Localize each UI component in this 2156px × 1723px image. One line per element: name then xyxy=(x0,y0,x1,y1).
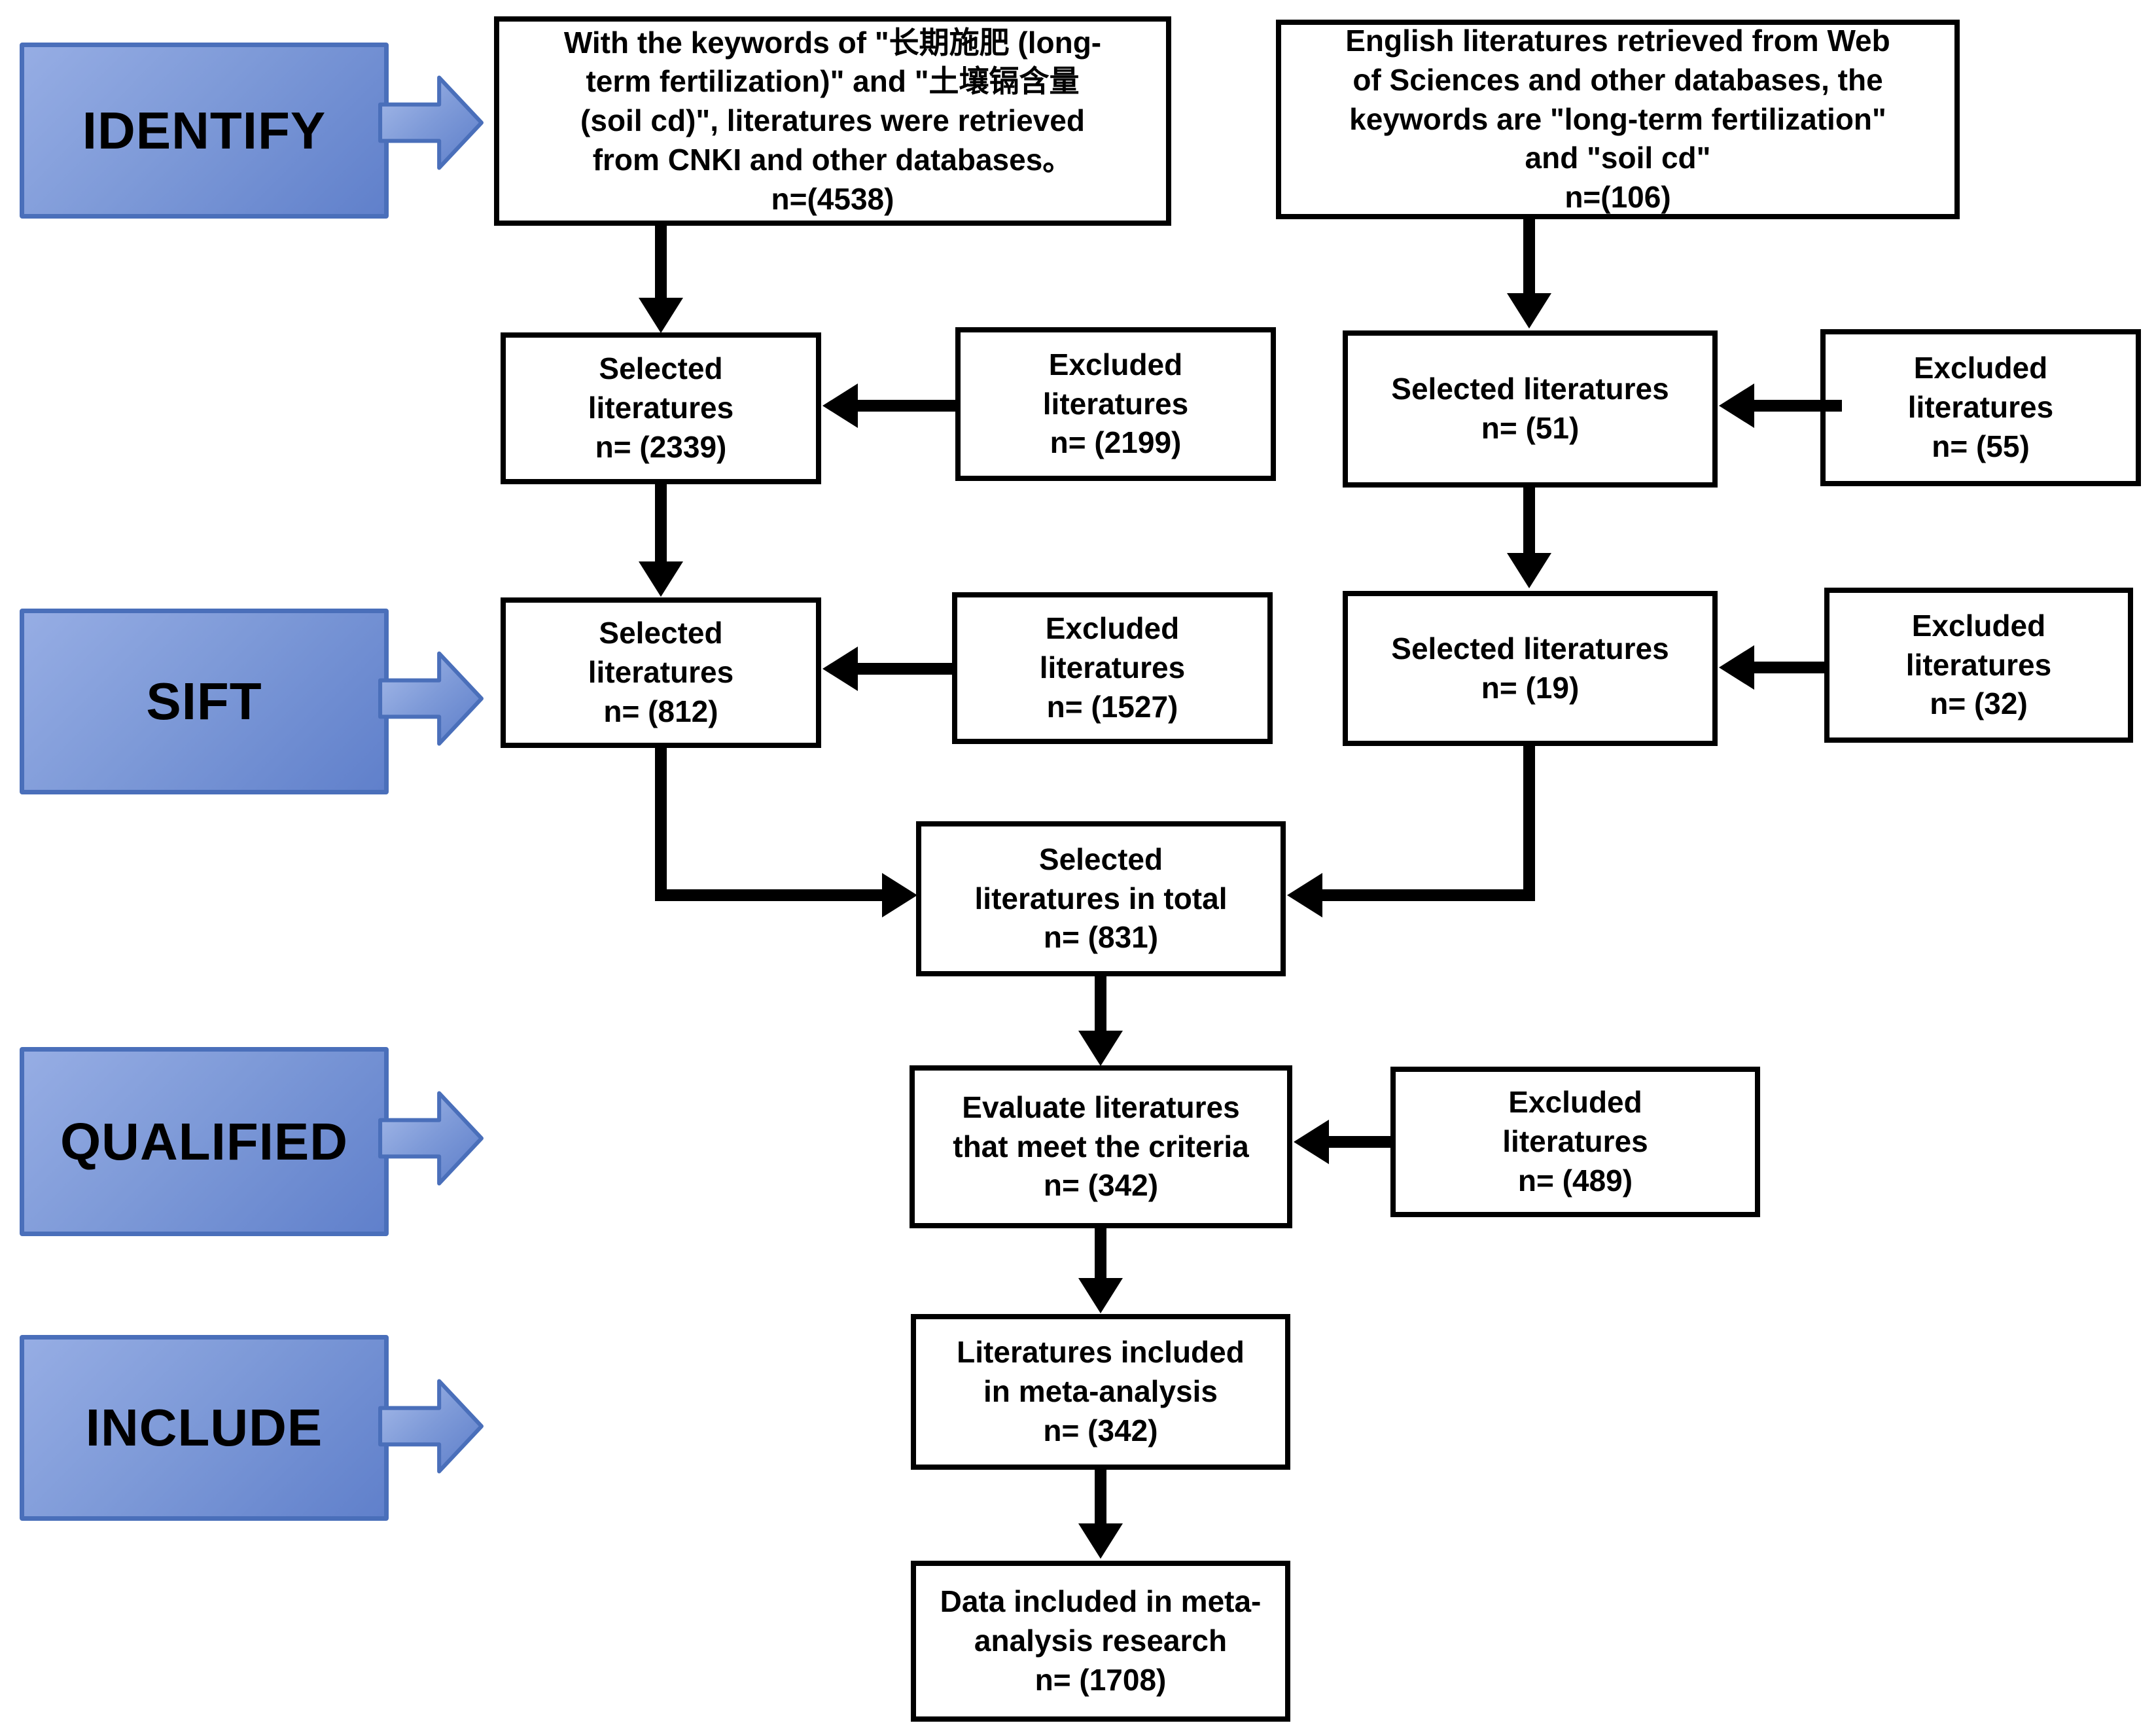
arrowhead-wos-selected-down xyxy=(1507,553,1551,588)
arrow-meta-down xyxy=(1095,1470,1106,1525)
arrow-cnki-to-total-h xyxy=(655,889,883,901)
box-meta-included: Literatures included in meta-analysis n=… xyxy=(911,1314,1290,1470)
box-cnki-selected-1: Selected literatures n= (2339) xyxy=(501,332,821,484)
arrow-wos-excluded-1 xyxy=(1752,400,1842,412)
arrow-cnki-to-total-v xyxy=(655,747,667,901)
arrowhead-cnki-excluded-2 xyxy=(822,647,858,691)
arrowhead-cnki-to-total xyxy=(882,873,917,917)
arrow-cnki-search-down xyxy=(655,226,667,299)
arrow-evaluated-excluded xyxy=(1326,1136,1390,1148)
arrowhead-wos-excluded-1 xyxy=(1719,383,1754,428)
box-total-selected: Selected literatures in total n= (831) xyxy=(916,821,1286,976)
arrow-cnki-excluded-1 xyxy=(855,400,955,412)
arrow-wos-to-total-h xyxy=(1320,889,1535,901)
stage-arrow-sift-icon xyxy=(378,651,484,746)
stage-arrow-identify-icon xyxy=(378,75,484,170)
arrowhead-wos-excluded-2 xyxy=(1719,645,1754,690)
stage-arrow-include-icon xyxy=(378,1379,484,1474)
stage-label-qualified: QUALIFIED xyxy=(20,1047,389,1236)
box-wos-selected-2: Selected literatures n= (19) xyxy=(1343,591,1718,746)
box-cnki-search: With the keywords of "长期施肥 (long- term f… xyxy=(494,16,1171,226)
box-wos-excluded-1: Excluded literatures n= (55) xyxy=(1820,329,2141,486)
arrowhead-cnki-search-down xyxy=(639,298,683,333)
stage-label-include: INCLUDE xyxy=(20,1335,389,1521)
arrowhead-cnki-excluded-1 xyxy=(822,383,858,428)
arrow-wos-excluded-2 xyxy=(1752,662,1824,673)
arrow-cnki-selected-down xyxy=(655,484,667,563)
arrow-wos-selected-down xyxy=(1523,488,1535,554)
arrowhead-total-down xyxy=(1078,1031,1123,1066)
box-cnki-excluded-2: Excluded literatures n= (1527) xyxy=(952,592,1273,744)
box-evaluated-excluded: Excluded literatures n= (489) xyxy=(1390,1067,1760,1217)
box-cnki-excluded-1: Excluded literatures n= (2199) xyxy=(955,327,1276,481)
arrow-cnki-excluded-2 xyxy=(855,663,952,675)
box-wos-selected-1: Selected literatures n= (51) xyxy=(1343,330,1718,488)
arrow-wos-to-total-v xyxy=(1523,746,1535,901)
box-data-included: Data included in meta- analysis research… xyxy=(911,1561,1290,1722)
stage-arrow-qualified-icon xyxy=(378,1091,484,1186)
arrowhead-wos-to-total xyxy=(1287,873,1322,917)
arrow-wos-search-down xyxy=(1523,219,1535,294)
box-evaluated: Evaluate literatures that meet the crite… xyxy=(910,1065,1292,1228)
arrow-total-down xyxy=(1095,976,1106,1032)
arrowhead-wos-search-down xyxy=(1507,293,1551,329)
arrow-evaluated-down xyxy=(1095,1228,1106,1279)
box-wos-search: English literatures retrieved from Web o… xyxy=(1276,20,1960,219)
arrowhead-evaluated-excluded xyxy=(1294,1120,1329,1164)
box-wos-excluded-2: Excluded literatures n= (32) xyxy=(1824,588,2133,743)
stage-label-sift: SIFT xyxy=(20,609,389,794)
arrowhead-meta-down xyxy=(1078,1523,1123,1559)
arrowhead-evaluated-down xyxy=(1078,1278,1123,1313)
stage-label-identify: IDENTIFY xyxy=(20,43,389,219)
box-cnki-selected-2: Selected literatures n= (812) xyxy=(501,597,821,748)
arrowhead-cnki-selected-down xyxy=(639,561,683,597)
